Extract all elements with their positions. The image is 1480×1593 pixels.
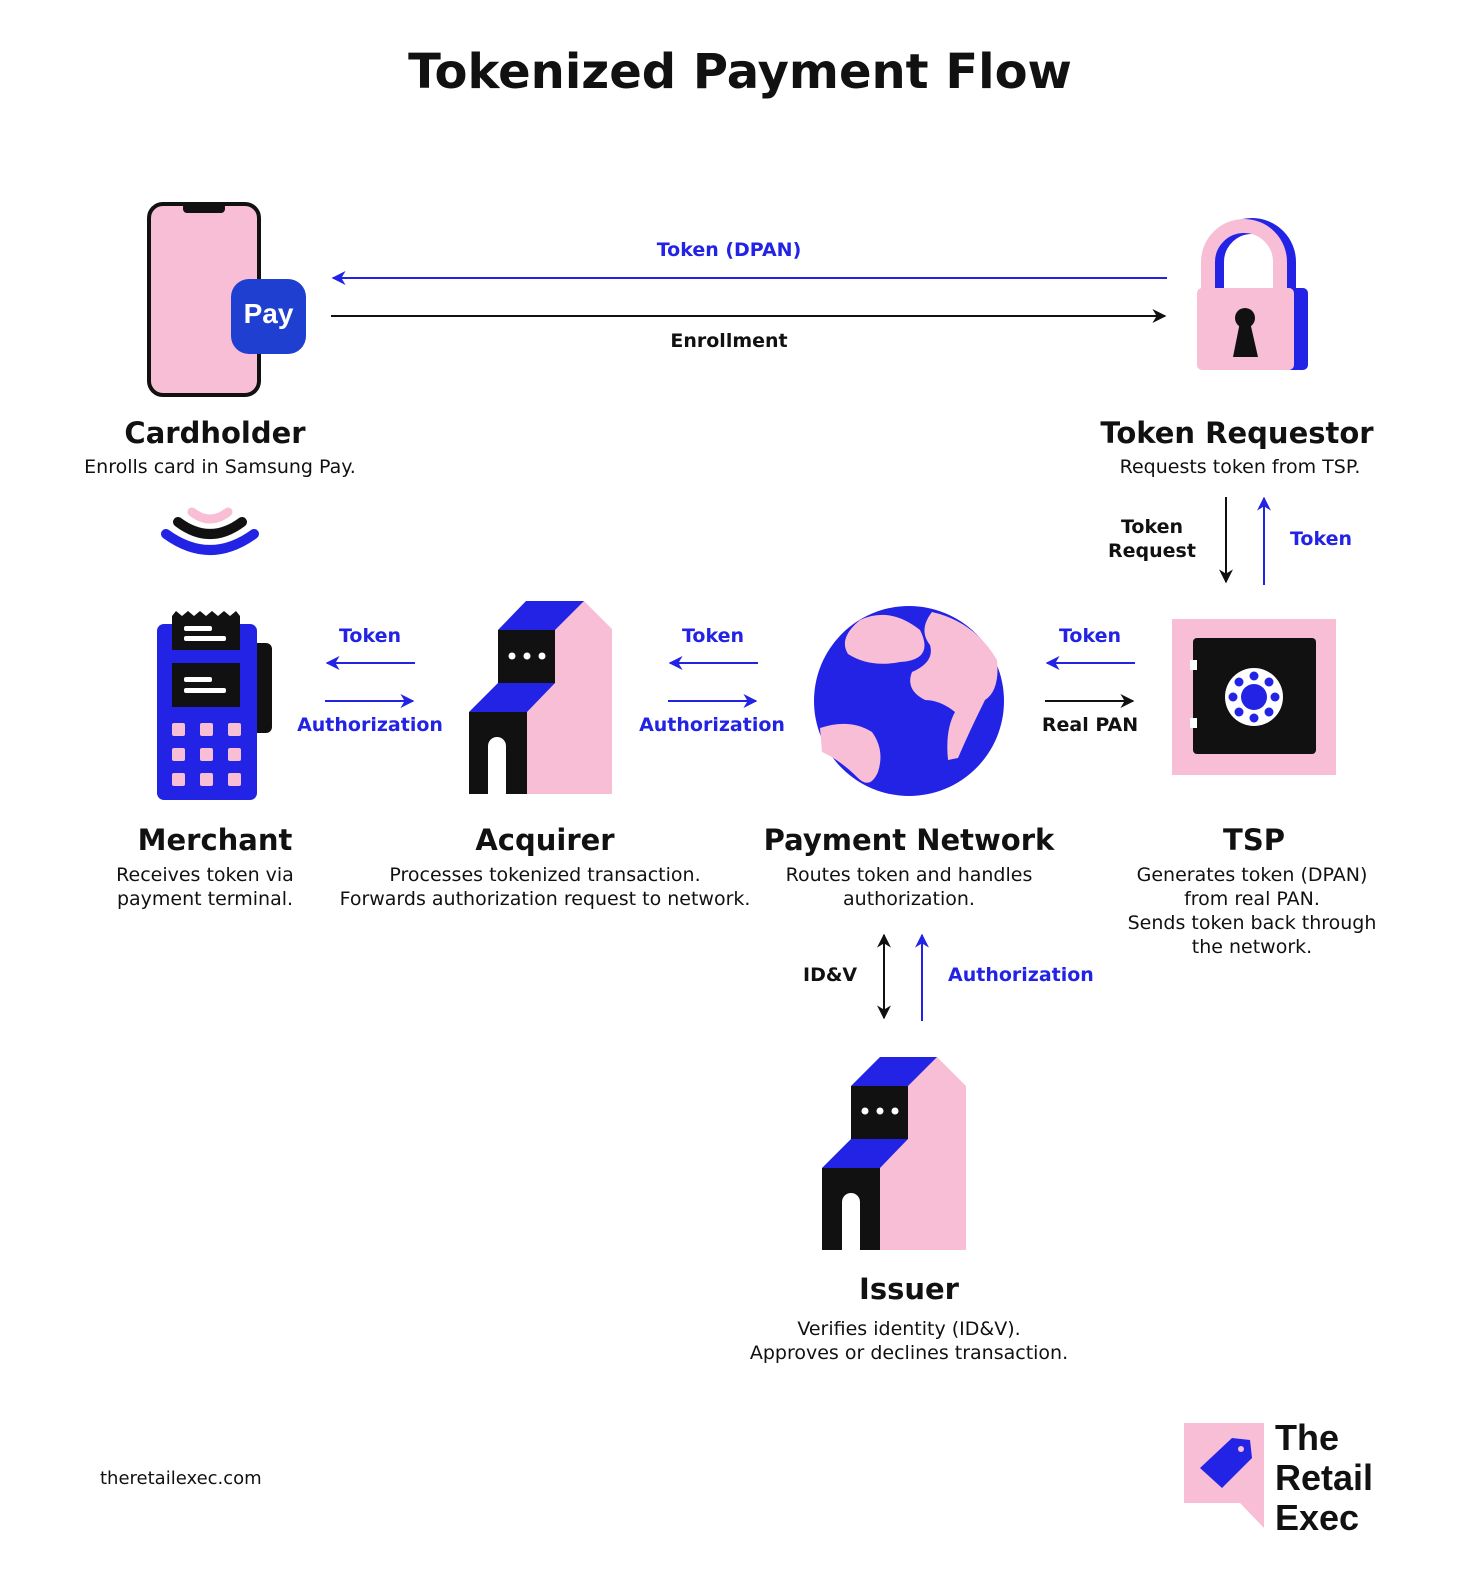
pay-badge-label: Pay: [243, 298, 294, 329]
logo-tag-icon: [1184, 1423, 1264, 1528]
cardholder-desc: Enrolls card in Samsung Pay.: [84, 456, 356, 478]
issuer-desc-line: Verifies identity (ID&V).: [797, 1318, 1021, 1340]
flow-label-auth-to-acquirer: Authorization: [297, 714, 443, 736]
building-icon-issuer: [822, 1057, 966, 1250]
tsp-desc: Generates token (DPAN) from real PAN. Se…: [1112, 863, 1392, 959]
acquirer-title: Acquirer: [475, 823, 615, 857]
logo-line: Retail: [1275, 1457, 1374, 1498]
token-requestor-title: Token Requestor: [1100, 416, 1374, 450]
merchant-title: Merchant: [137, 823, 293, 857]
phone-icon: [147, 202, 306, 397]
flow-label-token-to-merchant: Token: [338, 625, 402, 647]
payment-network-desc-line: Routes token and handles: [785, 864, 1033, 886]
padlock-icon: [1197, 218, 1308, 370]
acquirer-desc-line: Forwards authorization request to networ…: [339, 888, 751, 910]
brand-logo: The Retail Exec: [1275, 1418, 1373, 1538]
contactless-icon: [161, 507, 259, 555]
flow-label-token-to-requestor: Token: [1290, 528, 1353, 550]
flow-label-token-to-acquirer: Token: [681, 625, 745, 647]
tsp-desc-line: from real PAN.: [1184, 888, 1320, 910]
flow-label-real-pan: Real PAN: [1041, 714, 1139, 736]
footer-url: theretailexec.com: [100, 1468, 262, 1489]
merchant-desc: Receives token via payment terminal.: [85, 863, 325, 911]
cardholder-title: Cardholder: [124, 416, 306, 450]
flow-label-auth-to-network: Authorization: [639, 714, 785, 736]
tsp-desc-line: Generates token (DPAN): [1136, 864, 1368, 886]
flow-label-enrollment: Enrollment: [670, 330, 788, 352]
flow-label-token-request: Token Request: [1092, 515, 1212, 563]
payment-network-desc: Routes token and handles authorization.: [749, 863, 1069, 911]
acquirer-desc: Processes tokenized transaction. Forward…: [335, 863, 755, 911]
flow-label-line: Request: [1108, 540, 1196, 562]
token-requestor-desc: Requests token from TSP.: [1119, 456, 1361, 478]
page-title: Tokenized Payment Flow: [408, 44, 1072, 100]
logo-line: The: [1275, 1417, 1340, 1458]
logo-line: Exec: [1275, 1497, 1360, 1538]
issuer-title: Issuer: [859, 1272, 959, 1306]
flow-arrows: [325, 271, 1271, 1021]
payment-network-title: Payment Network: [763, 823, 1055, 857]
safe-icon: [1172, 619, 1336, 775]
flow-label-idv: ID&V: [803, 964, 858, 986]
acquirer-desc-line: Processes tokenized transaction.: [389, 864, 701, 886]
issuer-desc: Verifies identity (ID&V). Approves or de…: [729, 1317, 1089, 1365]
payment-network-desc-line: authorization.: [843, 888, 975, 910]
flow-label-auth-from-issuer: Authorization: [948, 964, 1094, 986]
tsp-desc-line: Sends token back through: [1127, 912, 1377, 934]
building-icon-acquirer: [469, 601, 612, 794]
payment-terminal-icon: [157, 611, 272, 800]
merchant-desc-line: Receives token via: [116, 864, 294, 886]
flow-label-line: Token: [1120, 516, 1184, 538]
globe-icon: [814, 606, 1004, 796]
flow-label-token-dpan: Token (DPAN): [656, 239, 802, 261]
flow-label-token-to-network: Token: [1058, 625, 1122, 647]
tsp-desc-line: the network.: [1191, 936, 1313, 958]
issuer-desc-line: Approves or declines transaction.: [749, 1342, 1069, 1364]
tsp-title: TSP: [1223, 823, 1285, 857]
merchant-desc-line: payment terminal.: [116, 888, 294, 910]
